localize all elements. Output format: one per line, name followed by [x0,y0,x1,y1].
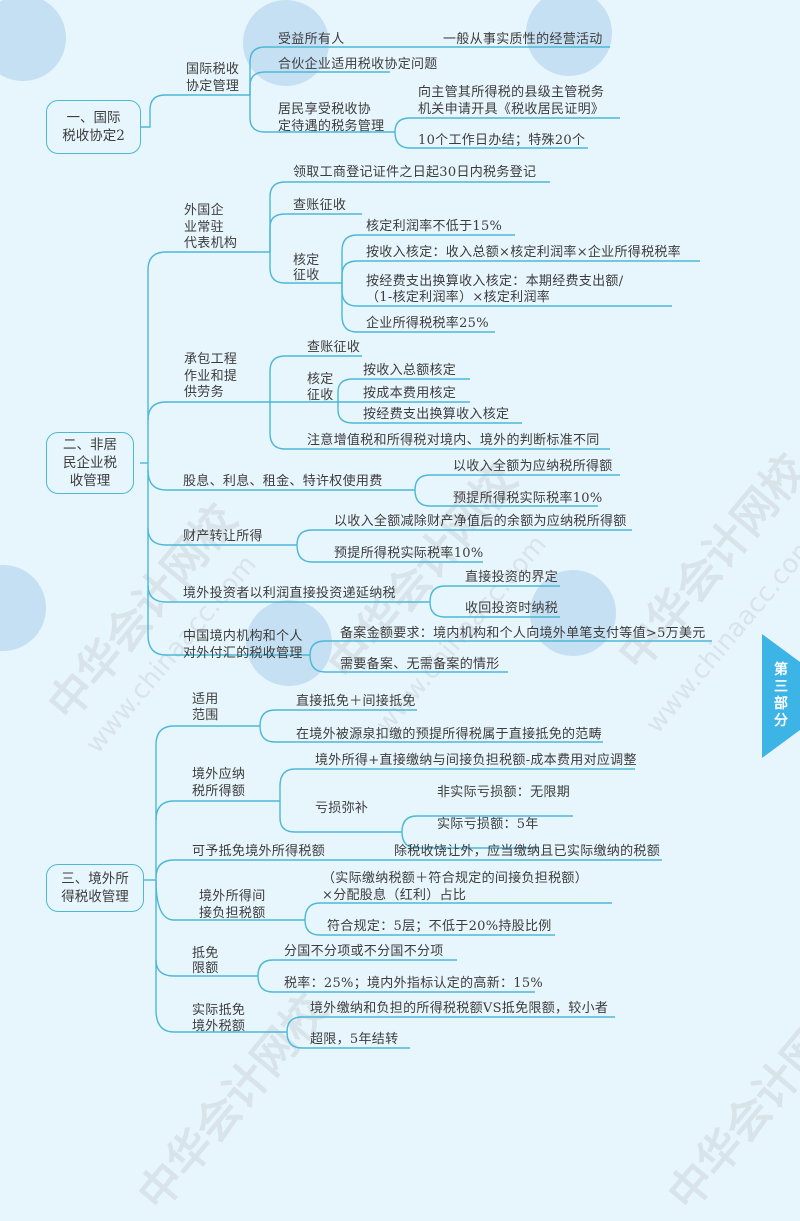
branch-scope: 适用 范围 [192,692,219,723]
node-country-item-method: 分国不分项或不分国不分项 [284,944,444,959]
section-nonresident-enterprise-tax: 二、非居 民企业税 收管理 [46,432,134,494]
node-direct-investment-definition: 直接投资的界定 [465,570,559,585]
branch-foreign-taxable-income: 境外应纳 税所得额 [192,767,246,799]
branch-representative-office: 外国企 业常驻 代表机构 [184,203,238,251]
branch-dividends-interest-royalties: 股息、利息、租金、特许权使用费 [183,474,383,489]
node-qualifying-layers: 符合规定：5层；不低于20%持股比例 [327,919,552,934]
node-gross-income-taxable: 以收入全额为应纳税所得额 [453,459,613,474]
node-apply-resident-certificate: 向主管其所得税的县级主管税务 机关申请开具《税收居民证明》 [418,85,605,117]
node-excess-5y-carryover: 超限，5年结转 [310,1032,399,1047]
node-expense-conversion-basis: 按经费支出换算收入核定 [363,407,510,422]
section-foreign-income-tax: 三、境外所 得税收管理 [46,864,144,912]
section-international-tax-treaty: 一、国际 税收协定2 [46,100,141,154]
node-actual-loss-5y: 实际亏损额：5年 [437,817,539,832]
node-tax-on-recovery: 收回投资时纳税 [465,601,559,616]
node-filing-threshold: 备案金额要求：境内机构和个人向境外单笔支付等值>5万美元 [340,626,706,641]
node-vat-cit-judgment: 注意增值税和所得税对境内、境外的判断标准不同 [307,433,600,448]
node-substantive-business: 一般从事实质性的经营活动 [443,32,603,47]
part-three-label: 第 三 部 分 [774,662,788,729]
node-partnership-treaty: 合伙企业适用税收协定问题 [278,57,438,72]
node-net-value-deduction: 以收入全额减除财产净值后的余额为应纳税所得额 [334,514,627,529]
branch-contract-projects-services: 承包工程 作业和提 供劳务 [184,352,238,400]
node-profit-rate-min: 核定利润率不低于15% [366,219,503,234]
node-audit-collection: 查账征收 [293,198,347,213]
node-income-based: 按收入核定：收入总额×核定利润率×企业所得税税率 [366,245,681,260]
node-audit-collection-2: 查账征收 [307,340,361,355]
branch-property-transfer: 财产转让所得 [183,529,263,544]
node-withholding-rate-10: 预提所得税实际税率10% [453,491,603,506]
node-tax-sparing-exception: 除税收饶让外，应当缴纳且已实际缴纳的税额 [394,844,661,859]
node-deemed-collection: 核定 征收 [293,253,320,283]
node-rate-25-hightech-15: 税率：25%；境内外指标认定的高新：15% [284,976,544,991]
branch-indirect-tax-borne: 境外所得间 接负担税额 [199,889,266,921]
node-tax-registration-30-days: 领取工商登记证件之日起30日内税务登记 [293,165,537,180]
watermark-text: 中华会计网校 [658,984,800,1220]
node-filing-cases: 需要备案、无需备案的情形 [340,657,500,672]
node-lesser-of: 境外缴纳和负担的所得税税额VS抵免限额，较小者 [310,1001,609,1016]
node-indirect-formula: （实际缴纳税额＋符合规定的间接负担税额） ×分配股息（红利）占比 [322,871,589,903]
branch-credit-limit: 抵免 限额 [192,946,219,976]
watermark-logo [0,0,66,81]
branch-treaty-management: 国际税收 协定管理 [186,62,240,94]
node-deemed-collection-2: 核定 征收 [307,372,334,403]
node-beneficial-owner: 受益所有人 [278,32,345,47]
node-non-actual-loss: 非实际亏损额：无限期 [437,785,571,800]
node-total-income-basis: 按收入总额核定 [363,363,457,378]
node-direct-indirect-credit: 直接抵免＋间接抵免 [296,694,416,709]
node-processing-days: 10个工作日办结；特殊20个 [418,133,586,148]
branch-deferred-tax-reinvest: 境外投资者以利润直接投资递延纳税 [183,586,396,601]
branch-outbound-payment: 中国境内机构和个人 对外付汇的税收管理 [183,629,303,661]
node-loss-carryforward: 亏损弥补 [315,801,369,816]
node-resident-treaty-admin: 居民享受税收协 定待遇的税务管理 [278,102,385,134]
tab-shape [762,634,800,758]
watermark-logo [0,565,46,651]
node-withholding-rate-10-b: 预提所得税实际税率10% [334,546,484,561]
node-expense-based: 按经费支出换算收入核定：本期经费支出额/ （1-核定利润率）×核定利润率 [366,274,624,305]
node-foreign-income-adjustment: 境外所得+直接缴纳与间接负担税额-成本费用对应调整 [315,753,637,768]
part-three-tab[interactable]: 第 三 部 分 [762,634,800,758]
branch-creditable-foreign-tax: 可予抵免境外所得税额 [192,844,326,859]
node-cit-rate-25: 企业所得税税率25% [366,316,489,331]
node-cost-expense-basis: 按成本费用核定 [363,386,457,401]
node-withholding-direct-credit: 在境外被源泉扣缴的预提所得税属于直接抵免的范畴 [296,727,602,742]
branch-actual-credit: 实际抵免 境外税额 [192,1003,246,1034]
